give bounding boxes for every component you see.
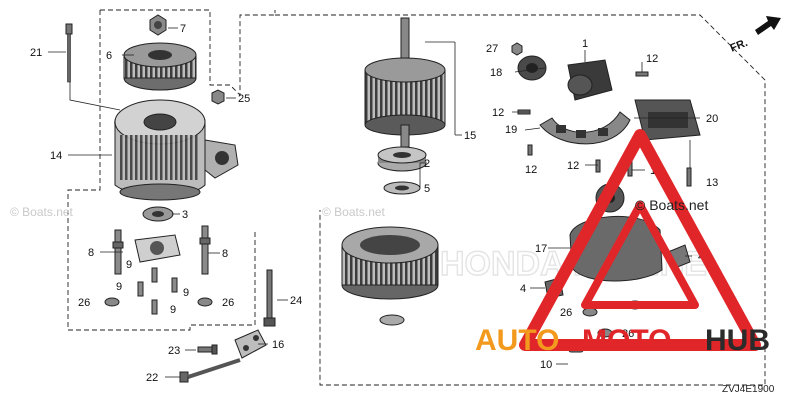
washer-26-r1 — [582, 307, 598, 317]
logo-word-auto: AUTO — [475, 324, 559, 357]
screw-set-9 — [137, 267, 178, 315]
callout-9-c: 9 — [183, 287, 189, 299]
callout-12-d: 12 — [567, 160, 579, 172]
callout-19: 19 — [505, 124, 517, 136]
callout-13: 13 — [706, 177, 718, 189]
screw-12-a — [635, 71, 649, 77]
long-bolt-24 — [263, 269, 276, 327]
callout-26-c: 26 — [560, 307, 572, 319]
callout-5: 5 — [424, 183, 430, 195]
callout-21: 21 — [30, 47, 42, 59]
callout-7: 7 — [180, 23, 186, 35]
callout-4-left: 4 — [520, 283, 526, 295]
bolt-23 — [197, 344, 218, 355]
callout-1: 1 — [582, 38, 588, 50]
washer-bottom — [379, 314, 405, 326]
callout-8-right: 8 — [222, 248, 228, 260]
rectifier-19 — [539, 111, 631, 145]
stud-8-right — [199, 225, 211, 275]
gasket-plate — [134, 234, 181, 263]
callout-16: 16 — [272, 339, 284, 351]
callout-23: 23 — [168, 345, 180, 357]
washer-26-mid — [197, 297, 213, 307]
callout-22: 22 — [146, 372, 158, 384]
assembly-boundary-left — [67, 9, 276, 331]
bolt-22 — [179, 358, 241, 383]
assembly-boundary-right — [275, 14, 766, 386]
washer-26-r3 — [597, 328, 613, 338]
callout-26-b: 26 — [222, 297, 234, 309]
callout-24: 24 — [290, 295, 302, 307]
callout-14: 14 — [50, 150, 62, 162]
logo-word-hub: HUB — [705, 324, 770, 357]
cap-18 — [517, 55, 547, 81]
brush-holder-1 — [567, 59, 613, 101]
bolt-25 — [211, 89, 225, 105]
callout-10: 10 — [540, 359, 552, 371]
automotohub-logo: © Boats.net AUTO MOTO HUB — [475, 129, 770, 357]
bracket-16 — [234, 329, 267, 359]
callout-26-e: 26 — [622, 328, 634, 340]
bolt-27 — [511, 42, 523, 56]
screw-12-d — [595, 159, 601, 173]
callout-9-a: 9 — [126, 259, 132, 271]
callout-17: 17 — [535, 243, 547, 255]
callout-9-d: 9 — [170, 304, 176, 316]
callout-3: 3 — [182, 209, 188, 221]
front-housing — [114, 99, 239, 201]
callout-15: 15 — [464, 130, 476, 142]
leader-lines — [48, 27, 700, 378]
callout-2: 2 — [424, 158, 430, 170]
front-direction-indicator: FR. — [728, 16, 781, 55]
callout-12-a: 12 — [646, 53, 658, 65]
screw-12-c — [527, 144, 533, 156]
callout-27: 27 — [486, 43, 498, 55]
callout-6: 6 — [106, 50, 112, 62]
callout-25: 25 — [238, 93, 250, 105]
diagram-code: ZVJ4E1900 — [722, 384, 775, 395]
regulator-20 — [634, 99, 701, 141]
callout-12-b: 12 — [492, 107, 504, 119]
bearing-3 — [142, 206, 174, 222]
pulley — [123, 42, 197, 91]
rotor-15 — [364, 17, 446, 148]
logo-triangle-inner — [581, 201, 699, 309]
washer-5 — [383, 181, 421, 195]
housing-bolt-21 — [65, 23, 73, 83]
front-label: FR. — [728, 37, 749, 55]
logo-boats-watermark: © Boats.net — [635, 197, 708, 213]
rear-housing — [341, 226, 439, 300]
callout-20: 20 — [706, 113, 718, 125]
bearing-2 — [377, 146, 427, 172]
pulley-nut — [149, 14, 167, 36]
callout-9-b: 9 — [116, 281, 122, 293]
callout-18: 18 — [490, 67, 502, 79]
boats-watermark-1: © Boats.net — [10, 205, 74, 219]
callout-26-a: 26 — [78, 297, 90, 309]
callout-12-c: 12 — [525, 164, 537, 176]
front-arrow-icon — [755, 16, 781, 35]
callout-8-left: 8 — [88, 247, 94, 259]
boats-watermark-2: © Boats.net — [322, 205, 386, 219]
logo-triangle-outer — [519, 129, 761, 351]
screw-13 — [686, 167, 692, 187]
logo-word-moto: MOTO — [582, 324, 671, 357]
washer-26-left — [104, 297, 120, 307]
